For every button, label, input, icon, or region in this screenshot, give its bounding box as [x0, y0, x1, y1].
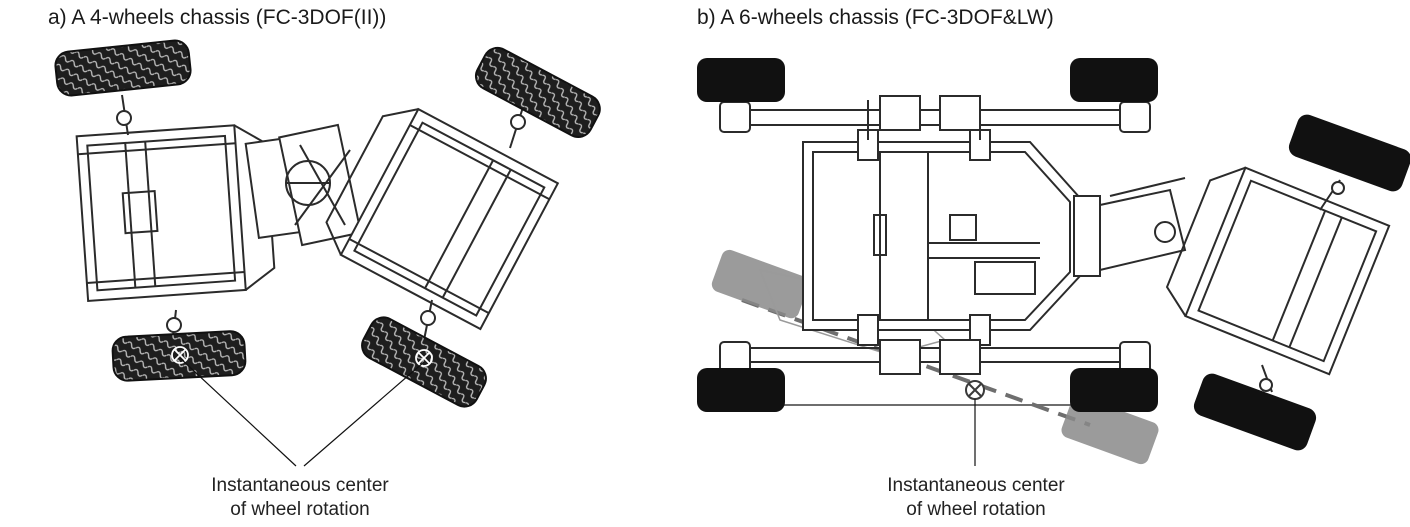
rotation-center-marker-a [171, 346, 433, 367]
panel-b-caption-line2: of wheel rotation [906, 499, 1046, 520]
panel-b-caption: Instantaneous center of wheel rotation [846, 474, 1106, 522]
wheel-b-front-bottom [1193, 373, 1317, 451]
wheel-b-front-top [1288, 114, 1410, 192]
upper-suspension-b [719, 95, 1151, 140]
panel-a-caption-line1: Instantaneous center [211, 475, 389, 496]
wheel-b-rear-top [697, 58, 785, 102]
panel-a-caption-line2: of wheel rotation [230, 499, 370, 520]
panel-b-title: b) A 6-wheels chassis (FC-3DOF&LW) [697, 6, 1054, 29]
wheel-a-rear-top [54, 39, 192, 97]
front-frame-a [325, 107, 560, 331]
wheel-b-mid-top [1070, 58, 1158, 102]
main-frame-b [802, 129, 1081, 346]
front-frame-b [1165, 166, 1391, 376]
leader-lines-a [179, 357, 425, 467]
joint-b [1073, 177, 1187, 277]
panel-a-caption: Instantaneous center of wheel rotation [170, 474, 430, 522]
wheel-b-mid-bottom [1070, 368, 1158, 412]
panel-a-drawing [75, 94, 560, 346]
panel-b-caption-line1: Instantaneous center [887, 475, 1065, 496]
rotation-center-marker-b [965, 380, 985, 400]
rear-frame-a [75, 124, 276, 302]
wheel-b-rear-bottom [697, 368, 785, 412]
panel-a-title: a) A 4-wheels chassis (FC-3DOF(II)) [48, 6, 387, 29]
joint-a [244, 123, 362, 247]
panel-b-drawing [719, 95, 1391, 406]
wheel-a-front-top [474, 46, 601, 139]
